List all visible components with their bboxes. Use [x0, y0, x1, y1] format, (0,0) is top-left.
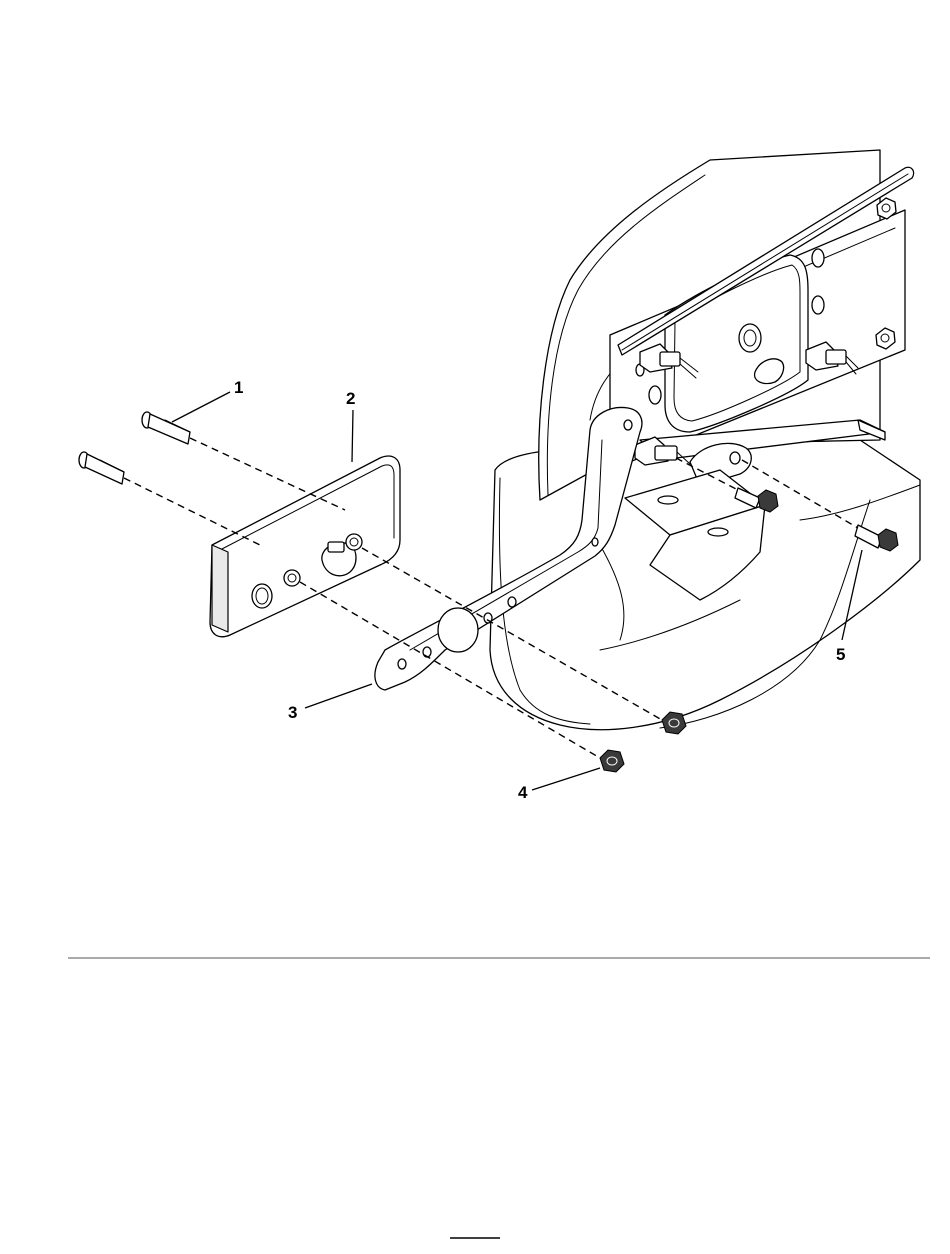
callout-label-2: 2 [346, 389, 355, 408]
callout-label-3: 3 [288, 703, 297, 722]
callout-2: 2 [346, 389, 355, 462]
star-washer-lower [284, 570, 300, 586]
callout-3: 3 [288, 684, 372, 722]
callout-4: 4 [518, 768, 600, 802]
flange-nut-lower [600, 750, 624, 772]
callout-label-1: 1 [234, 378, 243, 397]
machine-body [490, 150, 920, 730]
work-light [210, 456, 400, 637]
carriage-bolt-lower [79, 452, 124, 484]
star-washer-upper [346, 534, 362, 550]
callout-label-4: 4 [518, 783, 528, 802]
callout-label-5: 5 [836, 645, 845, 664]
callout-1: 1 [172, 378, 243, 422]
